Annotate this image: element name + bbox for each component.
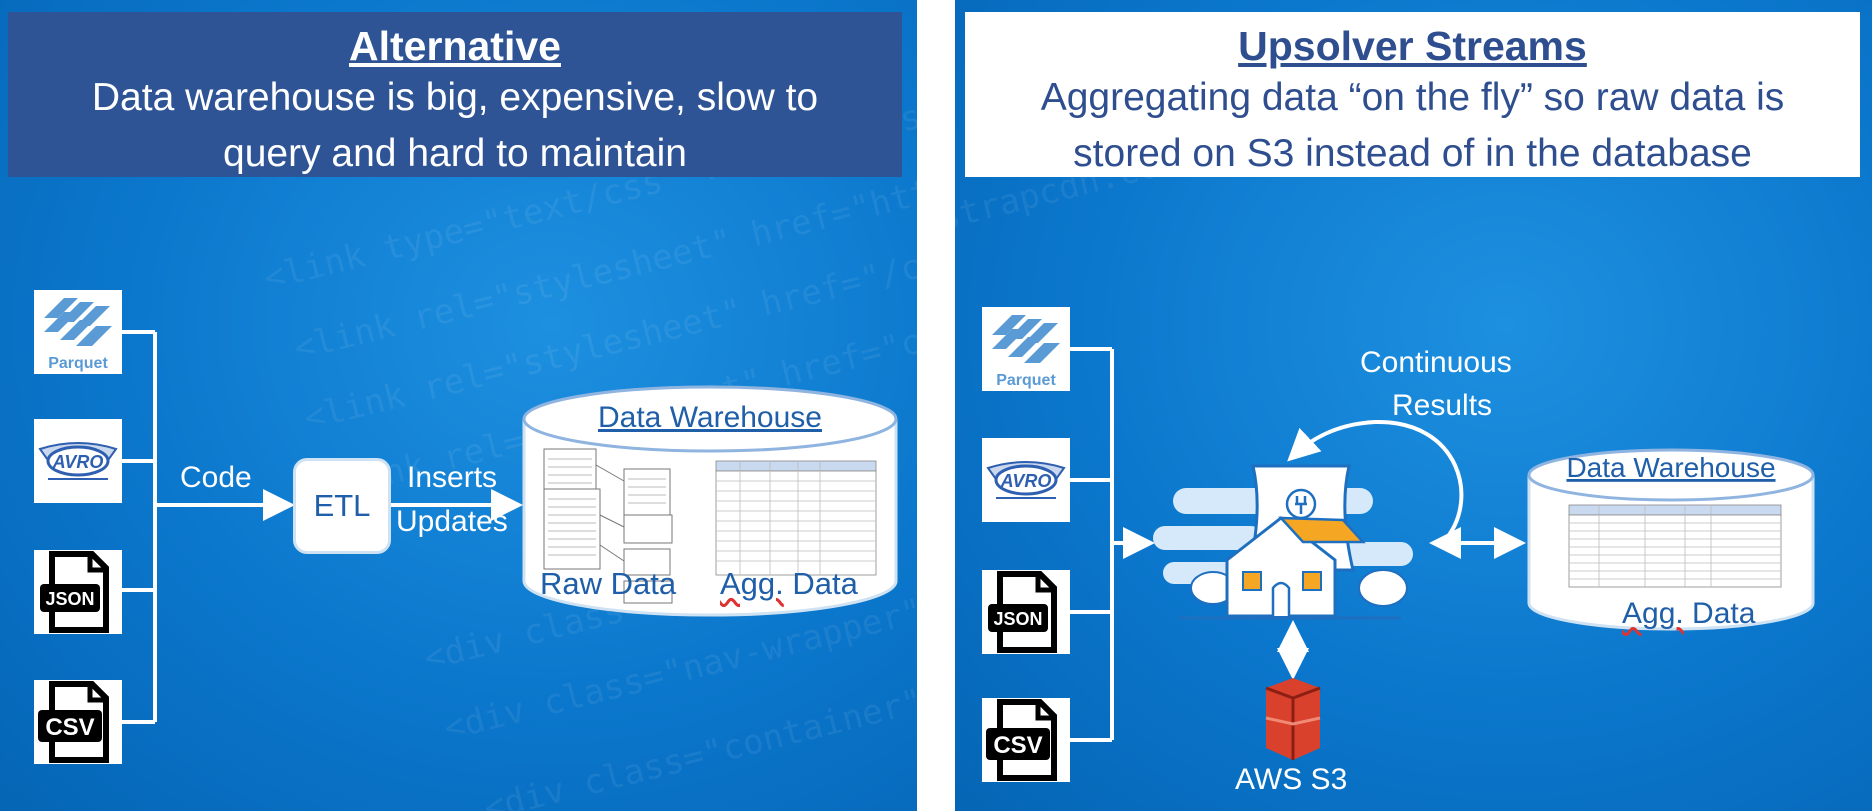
svg-text:Parquet: Parquet bbox=[48, 355, 108, 372]
csv-source: CSV bbox=[34, 680, 122, 764]
right-agg-data-label: Agg. Data bbox=[1622, 597, 1755, 631]
panel-divider bbox=[917, 0, 955, 811]
schema-diagram bbox=[543, 448, 673, 604]
right-data-warehouse: Data Warehouse bbox=[1527, 448, 1815, 631]
avro-icon: AVRO bbox=[986, 461, 1066, 499]
upsolver-title: Upsolver Streams bbox=[1238, 23, 1587, 69]
svg-text:AVRO: AVRO bbox=[52, 452, 104, 472]
right-warehouse-title: Data Warehouse bbox=[1566, 452, 1775, 483]
data-word: Data bbox=[1683, 597, 1756, 630]
schema-rows bbox=[548, 458, 666, 556]
updates-label: Updates bbox=[396, 505, 508, 538]
continuous-label-line2: Results bbox=[1392, 389, 1493, 422]
svg-text:CSV: CSV bbox=[45, 714, 94, 741]
upsolver-header: Upsolver Streams Aggregating data “on th… bbox=[965, 12, 1860, 177]
alternative-subtitle-line2: query and hard to maintain bbox=[223, 132, 687, 175]
svg-text:AVRO: AVRO bbox=[1000, 471, 1052, 491]
agg-word: Agg. bbox=[1622, 597, 1684, 630]
svg-text:Parquet: Parquet bbox=[996, 372, 1056, 389]
alternative-panel: <link type="text/css" rel="stylesheet" h… bbox=[0, 0, 917, 811]
avro-source: AVRO bbox=[982, 438, 1070, 522]
house-icon bbox=[1179, 516, 1408, 620]
etl-label: ETL bbox=[313, 488, 371, 523]
agg-word: Agg. bbox=[720, 566, 784, 601]
upsolver-engine-illustration bbox=[1153, 464, 1413, 620]
alternative-header: Alternative Data warehouse is big, expen… bbox=[8, 12, 902, 177]
json-file-icon: JSON bbox=[40, 551, 109, 633]
alternative-subtitle-line1: Data warehouse is big, expensive, slow t… bbox=[91, 76, 819, 119]
svg-text:JSON: JSON bbox=[993, 609, 1042, 629]
upsolver-subtitle-line1: Aggregating data “on the fly” so raw dat… bbox=[1040, 76, 1785, 119]
csv-file-icon: CSV bbox=[986, 699, 1057, 781]
avro-icon: AVRO bbox=[38, 442, 118, 480]
alternative-title: Alternative bbox=[349, 23, 561, 69]
left-agg-data-label: Agg. Data bbox=[720, 566, 858, 602]
data-word: Data bbox=[783, 566, 858, 601]
upsolver-subtitle-line2: stored on S3 instead of in the database bbox=[1073, 132, 1752, 175]
upsolver-panel: strapcdn.com/font-awesome -and-up"> Upso… bbox=[955, 0, 1872, 811]
json-source: JSON bbox=[982, 570, 1070, 654]
continuous-label-line1: Continuous bbox=[1360, 346, 1512, 379]
code-label: Code bbox=[180, 461, 252, 494]
left-data-warehouse: Data Warehouse bbox=[522, 385, 898, 617]
etl-box: ETL bbox=[293, 458, 391, 554]
csv-file-icon: CSV bbox=[38, 681, 109, 763]
inserts-label: Inserts bbox=[407, 461, 498, 494]
aws-s3-icon bbox=[1265, 678, 1321, 760]
agg-table bbox=[1568, 504, 1782, 588]
json-file-icon: JSON bbox=[988, 571, 1057, 653]
parquet-source: Parquet bbox=[34, 290, 122, 374]
avro-source: AVRO bbox=[34, 419, 122, 503]
right-connectors bbox=[1063, 347, 1526, 742]
json-source: JSON bbox=[34, 550, 122, 634]
parquet-icon: Parquet bbox=[992, 315, 1060, 389]
left-warehouse-title: Data Warehouse bbox=[598, 401, 822, 434]
agg-table bbox=[715, 460, 877, 576]
aws-s3-label: AWS S3 bbox=[1235, 763, 1348, 796]
parquet-icon: Parquet bbox=[44, 298, 112, 372]
csv-source: CSV bbox=[982, 698, 1070, 782]
svg-text:CSV: CSV bbox=[993, 732, 1042, 759]
parquet-source: Parquet bbox=[982, 307, 1070, 391]
svg-text:JSON: JSON bbox=[45, 589, 94, 609]
raw-data-label: Raw Data bbox=[540, 566, 677, 601]
left-connectors bbox=[122, 330, 523, 724]
